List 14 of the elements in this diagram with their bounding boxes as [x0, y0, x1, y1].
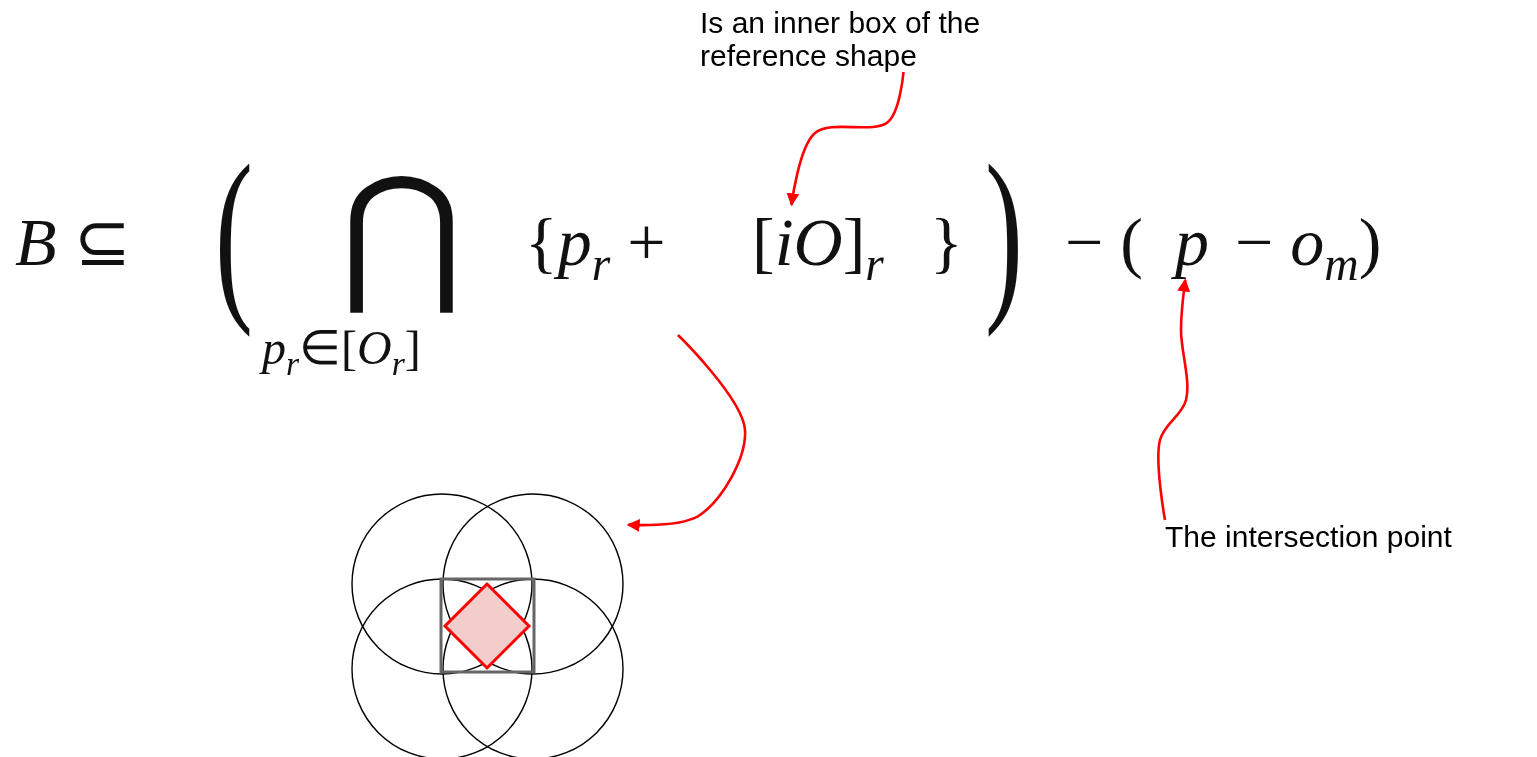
formula-parenthesis: (: [215, 128, 253, 337]
arrow: [786, 71, 905, 207]
formula-symbol: }: [930, 205, 963, 280]
formula-term: − (: [1065, 205, 1143, 280]
formula-parenthesis: ): [985, 128, 1023, 337]
annotation-text: The intersection point: [1165, 520, 1535, 553]
arrow: [1157, 278, 1191, 521]
arrow: [626, 334, 747, 532]
formula-term: − o$_{m}$): [1235, 205, 1382, 290]
annotation-text: Is an inner box of the reference shape: [700, 6, 1070, 72]
formula-term: {p$_{r}$ +: [525, 205, 666, 290]
intersection-symbol: ⋂: [340, 150, 464, 315]
formula-term: [iO]$_{r}$: [752, 205, 884, 290]
formula-symbol: B ⊆: [15, 205, 131, 280]
